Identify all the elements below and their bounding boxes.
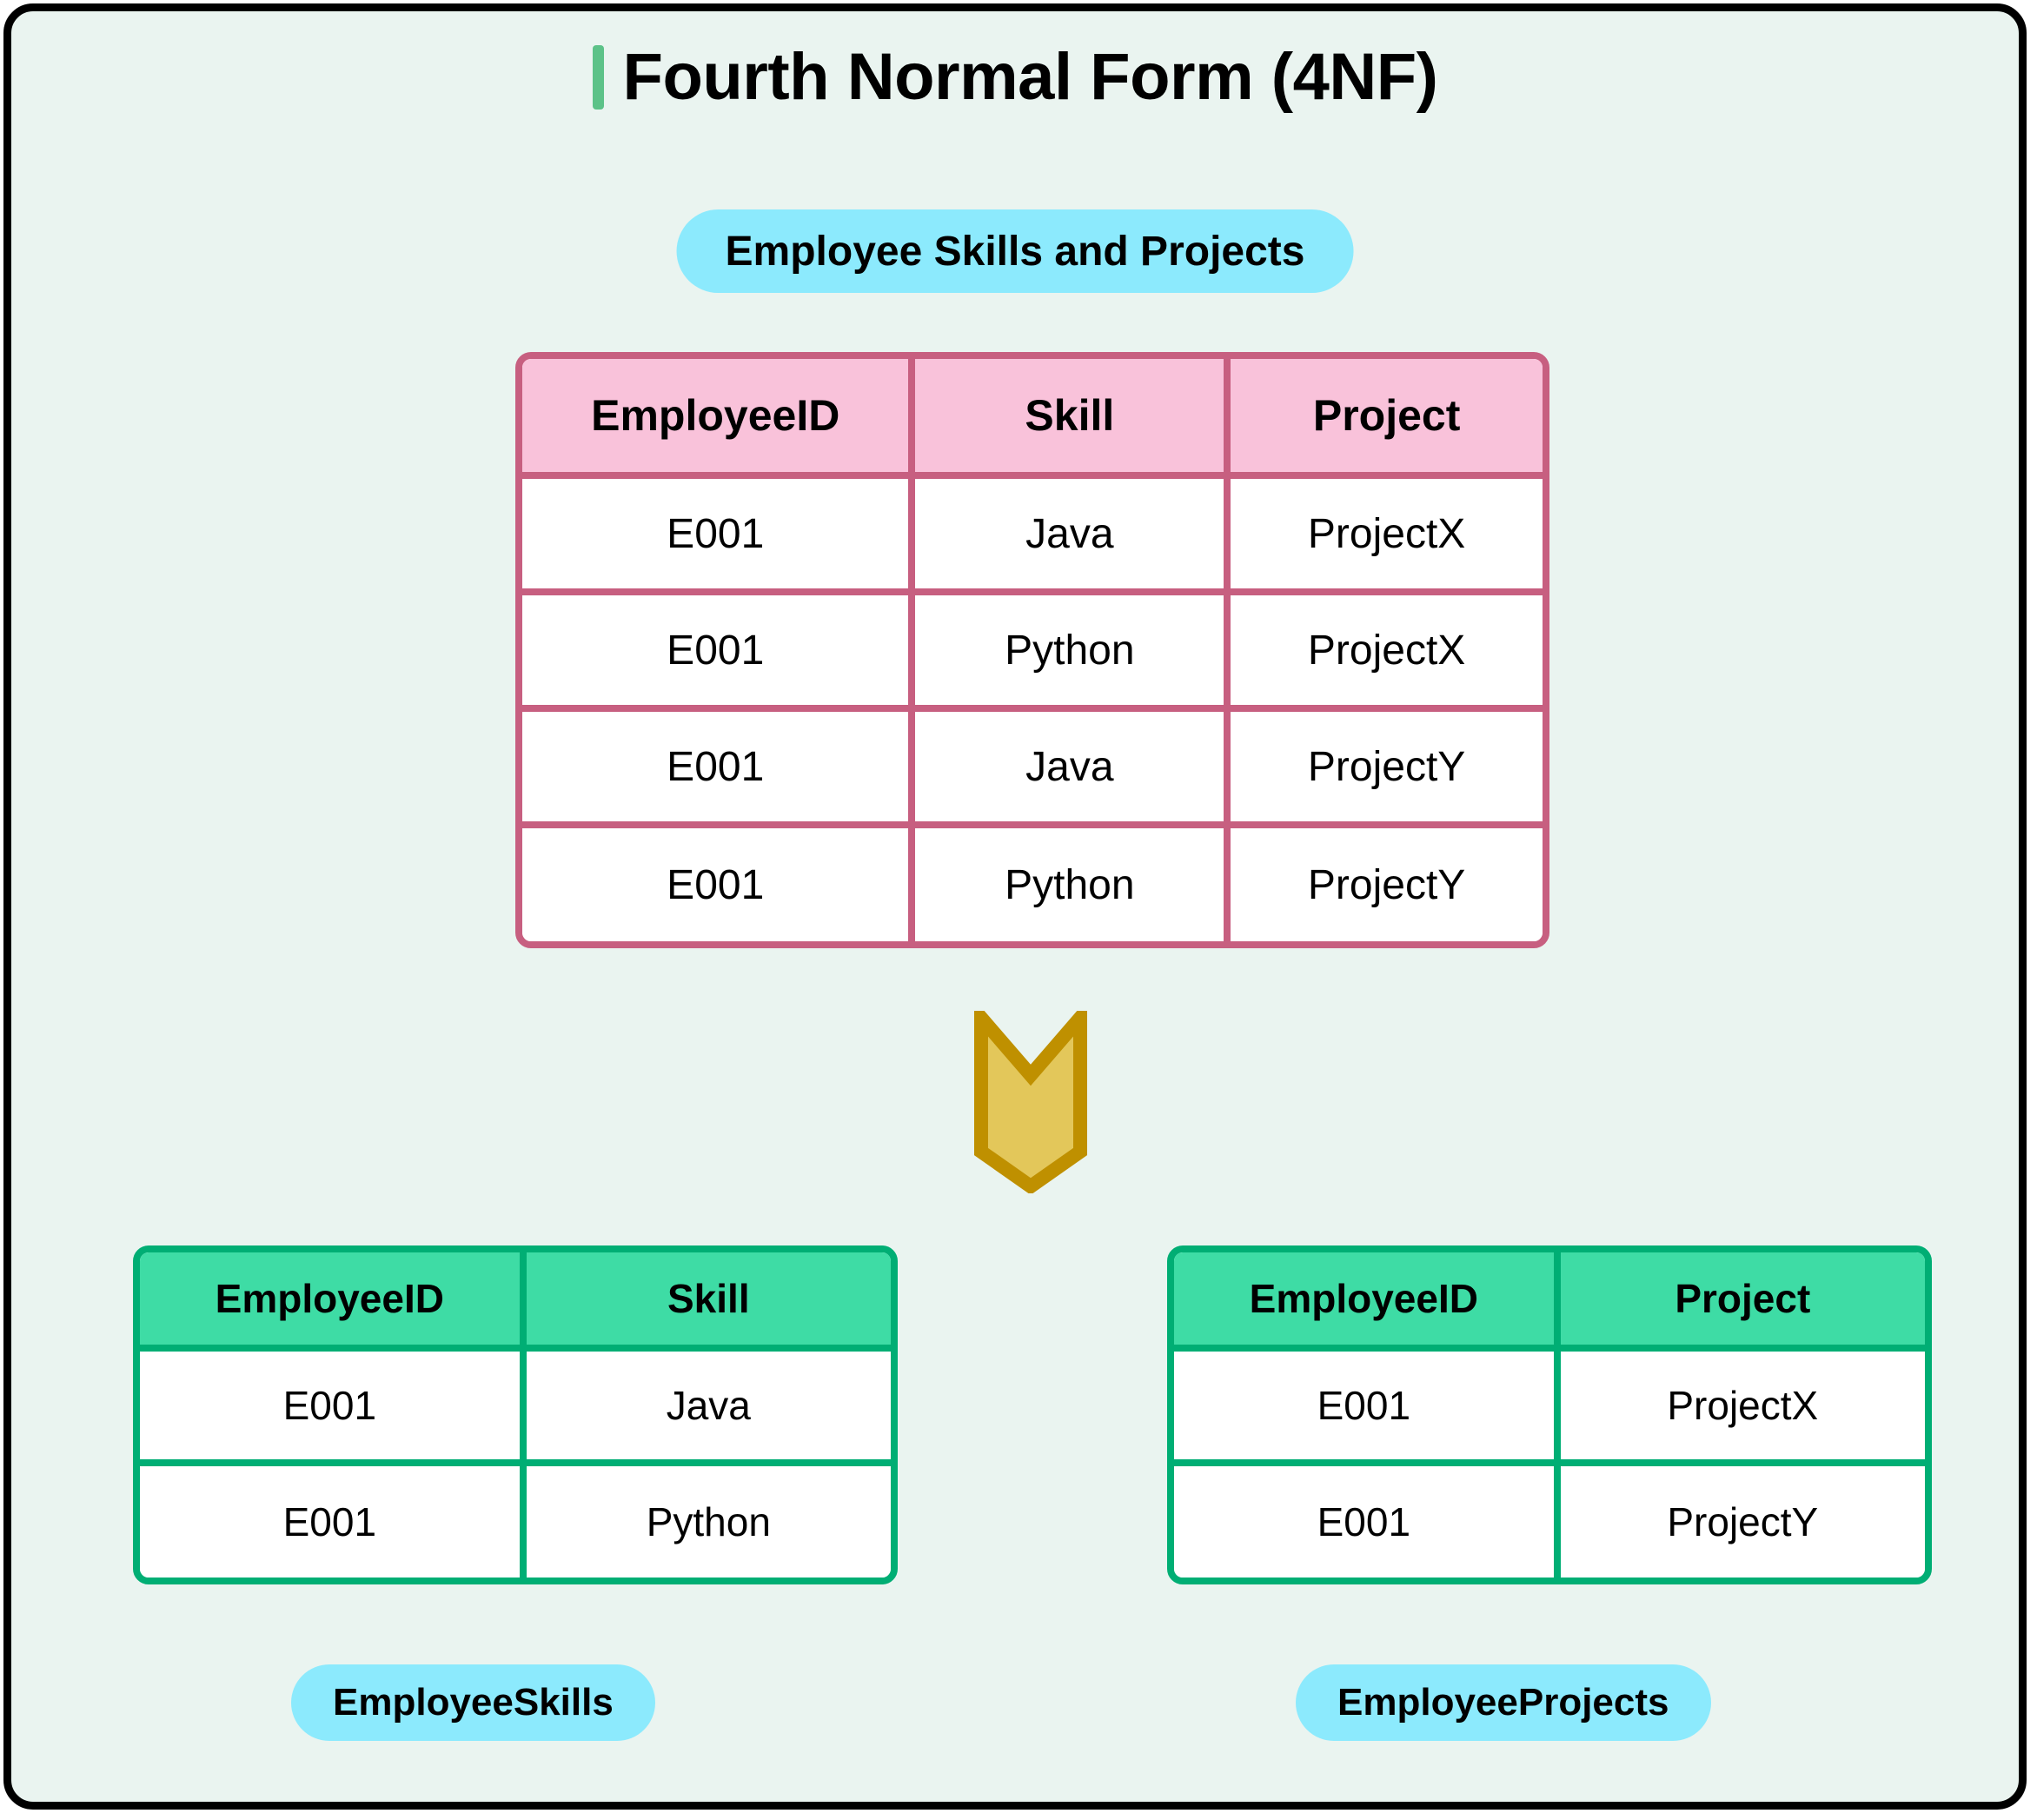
column-header-employeeid: EmployeeID: [522, 359, 916, 479]
cell-project: ProjectY: [1227, 825, 1543, 941]
caption-pill-employee-skills: EmployeeSkills: [291, 1664, 655, 1741]
cell-employeeid: E001: [140, 1463, 527, 1578]
column-header-employeeid: EmployeeID: [140, 1252, 527, 1352]
cell-employeeid: E001: [522, 475, 916, 595]
cell-project: ProjectY: [1227, 708, 1543, 828]
table-row: E001 Python ProjectY: [522, 825, 1543, 941]
table-employee-skills: EmployeeID Skill E001 Java E001 Python: [133, 1245, 898, 1584]
cell-employeeid: E001: [522, 825, 916, 941]
table-row: E001 ProjectX: [1174, 1348, 1925, 1466]
table-header-row: EmployeeID Skill: [140, 1252, 891, 1352]
cell-project: ProjectY: [1556, 1463, 1925, 1578]
title-accent-bar: [592, 45, 604, 110]
table-row: E001 Java: [140, 1348, 891, 1466]
cell-skill: Python: [912, 592, 1231, 712]
top-table-caption-pill: Employee Skills and Projects: [676, 209, 1354, 293]
table-row: E001 Java ProjectY: [522, 708, 1543, 828]
column-header-skill: Skill: [522, 1252, 891, 1352]
cell-skill: Python: [912, 825, 1231, 941]
column-header-project: Project: [1556, 1252, 1925, 1352]
caption-text-employee-skills: EmployeeSkills: [333, 1681, 614, 1724]
cell-employeeid: E001: [1174, 1463, 1561, 1578]
top-table-caption-text: Employee Skills and Projects: [725, 228, 1305, 275]
cell-skill: Java: [912, 708, 1231, 828]
cell-project: ProjectX: [1227, 592, 1543, 712]
cell-project: ProjectX: [1556, 1348, 1925, 1466]
table-header-row: EmployeeID Skill Project: [522, 359, 1543, 479]
column-header-skill: Skill: [912, 359, 1231, 479]
page-title: Fourth Normal Form (4NF): [11, 44, 2019, 110]
column-header-employeeid: EmployeeID: [1174, 1252, 1561, 1352]
cell-project: ProjectX: [1227, 475, 1543, 595]
cell-skill: Java: [912, 475, 1231, 595]
caption-text-employee-projects: EmployeeProjects: [1337, 1681, 1669, 1724]
table-employee-skills-and-projects: EmployeeID Skill Project E001 Java Proje…: [515, 352, 1549, 948]
page-title-text: Fourth Normal Form (4NF): [622, 40, 1438, 114]
cell-employeeid: E001: [140, 1348, 527, 1466]
table-row: E001 Python: [140, 1463, 891, 1578]
table-row: E001 Python ProjectX: [522, 592, 1543, 712]
table-employee-projects: EmployeeID Project E001 ProjectX E001 Pr…: [1167, 1245, 1932, 1584]
table-row: E001 ProjectY: [1174, 1463, 1925, 1578]
cell-employeeid: E001: [522, 592, 916, 712]
down-chevron-banner-icon: [974, 999, 1087, 1195]
table-row: E001 Java ProjectX: [522, 475, 1543, 595]
cell-skill: Java: [522, 1348, 891, 1466]
caption-pill-employee-projects: EmployeeProjects: [1296, 1664, 1711, 1741]
diagram-frame: Fourth Normal Form (4NF) Employee Skills…: [3, 3, 2027, 1810]
cell-skill: Python: [522, 1463, 891, 1578]
cell-employeeid: E001: [522, 708, 916, 828]
table-header-row: EmployeeID Project: [1174, 1252, 1925, 1352]
cell-employeeid: E001: [1174, 1348, 1561, 1466]
column-header-project: Project: [1227, 359, 1543, 479]
